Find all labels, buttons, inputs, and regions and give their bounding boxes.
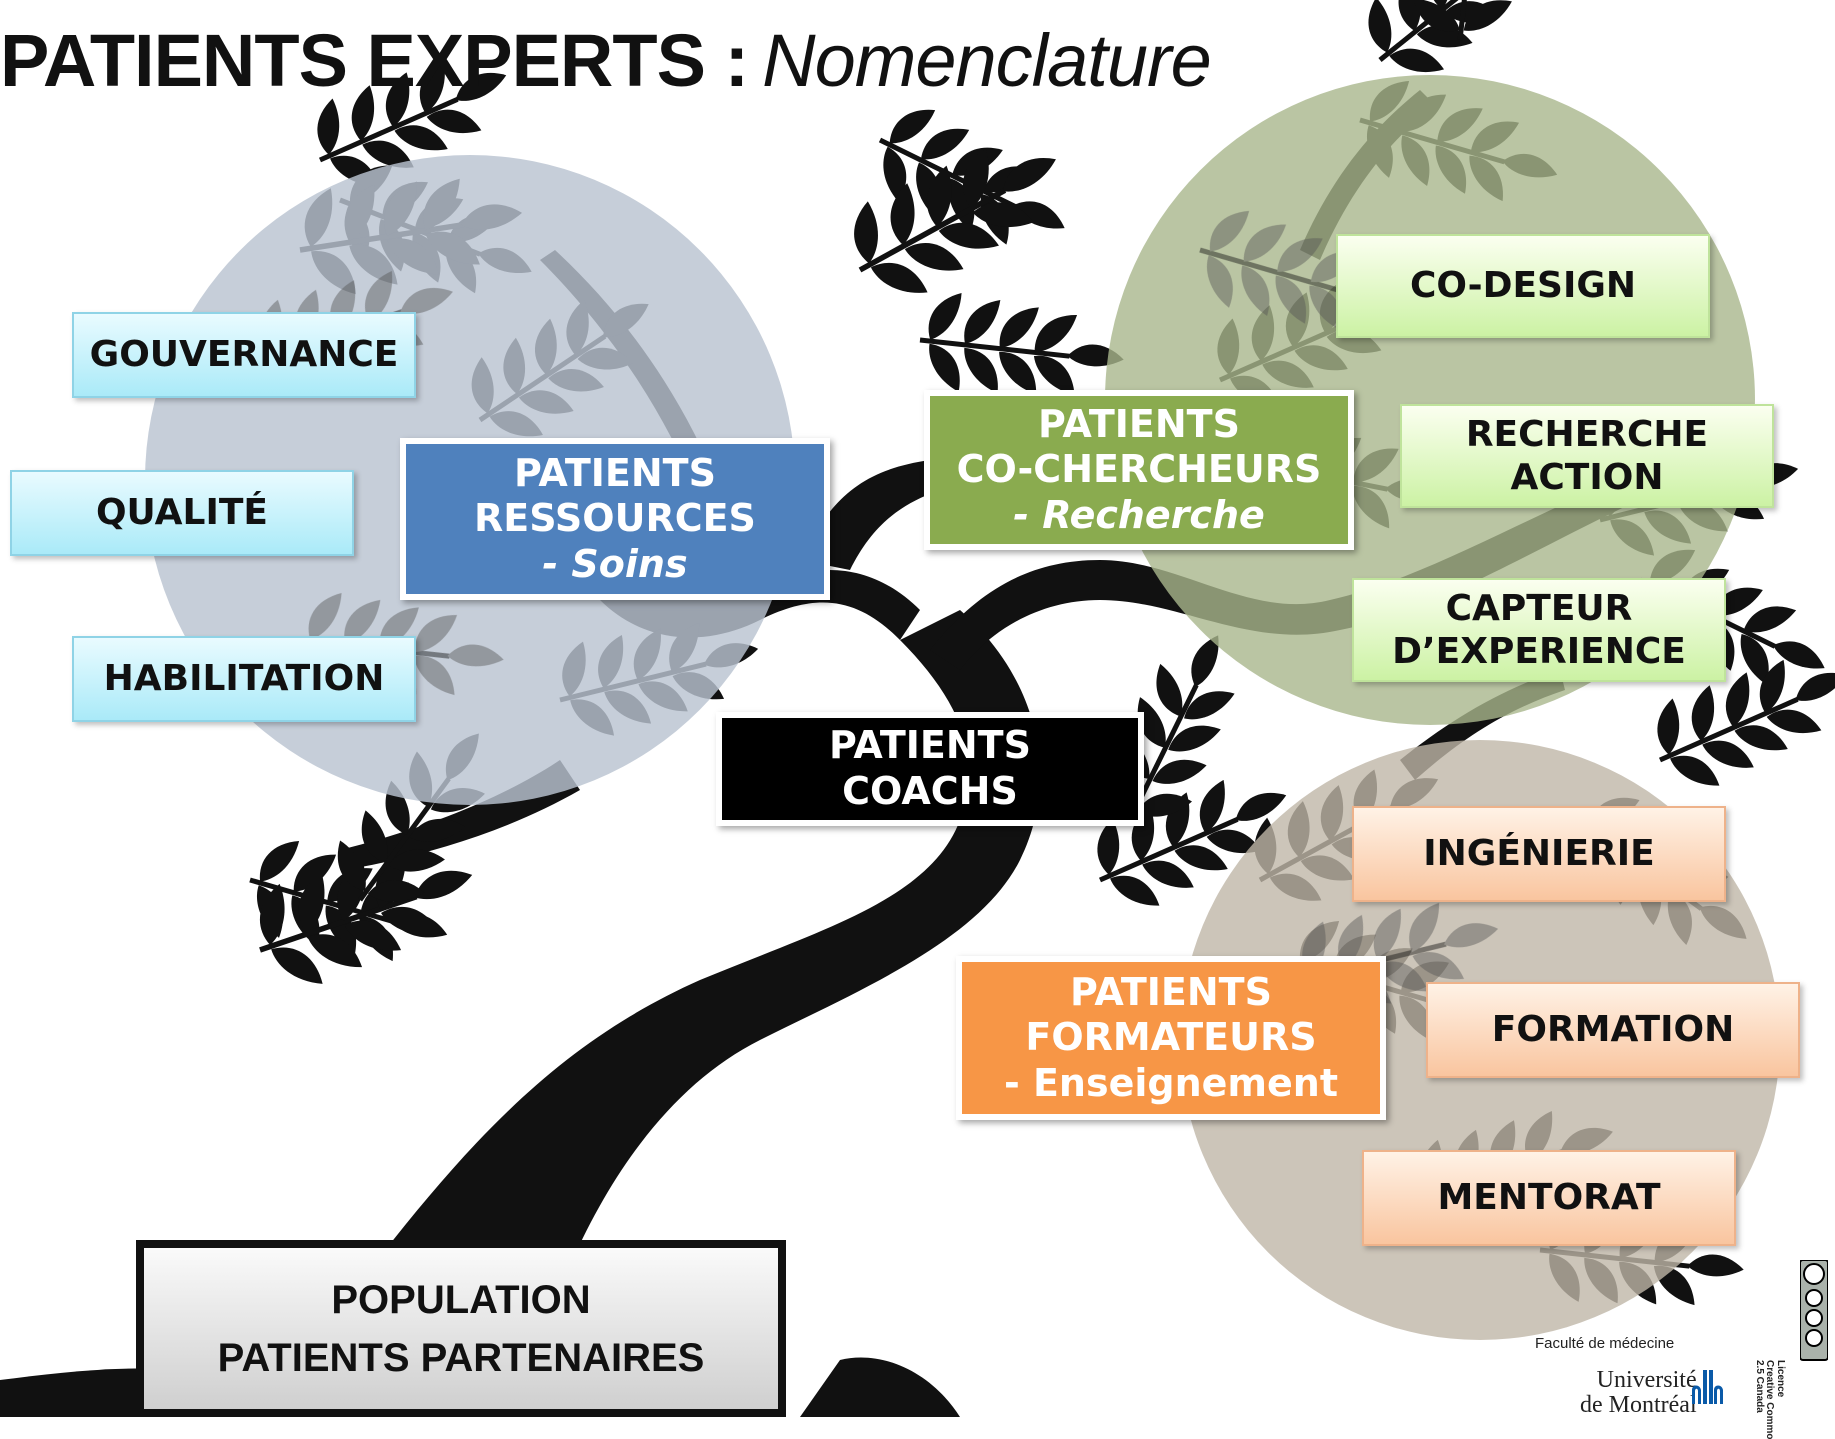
capteur-line2: D’EXPERIENCE (1392, 631, 1686, 672)
habilitation-label: HABILITATION (103, 658, 385, 700)
habilitation-box: HABILITATION (72, 636, 416, 722)
cochercheurs-line3: - Recherche (1013, 492, 1265, 537)
formateurs-line2: FORMATEURS (1025, 1015, 1317, 1060)
universite-montreal-logo-icon (1692, 1370, 1723, 1404)
ressources-line2: RESSOURCES (474, 496, 756, 541)
population-line1: POPULATION (331, 1277, 591, 1322)
recherche-action-line1: RECHERCHE (1465, 413, 1709, 455)
population-line2: PATIENTS PARTENAIRES (217, 1335, 705, 1380)
page-title: PATIENTS EXPERTS :Nomenclature (0, 18, 1212, 103)
ingenierie-label: INGÉNIERIE (1423, 833, 1655, 875)
gouvernance-box: GOUVERNANCE (72, 312, 416, 398)
gouvernance-label: GOUVERNANCE (89, 334, 399, 376)
patients-ressources-box: PATIENTS RESSOURCES - Soins (400, 438, 830, 600)
qualite-label: QUALITÉ (95, 492, 269, 534)
formateurs-line1: PATIENTS (1070, 969, 1272, 1014)
co-design-label: CO-DESIGN (1409, 265, 1637, 307)
recherche-action-box: RECHERCHE ACTION (1400, 404, 1774, 508)
qualite-box: QUALITÉ (10, 470, 354, 556)
formateurs-line3: - Enseignement (1003, 1060, 1339, 1105)
coachs-line1: PATIENTS (829, 723, 1031, 768)
patients-cochercheurs-box: PATIENTS CO-CHERCHEURS - Recherche (924, 390, 1354, 550)
faculty-label: Faculté de médecine (1535, 1335, 1675, 1352)
cochercheurs-line1: PATIENTS (1038, 401, 1240, 446)
capteur-line1: CAPTEUR (1445, 587, 1633, 629)
patients-formateurs-box: PATIENTS FORMATEURS - Enseignement (956, 956, 1386, 1120)
license-line2: Creative Commo (1764, 1360, 1776, 1439)
cochercheurs-line2: CO-CHERCHEURS (956, 447, 1322, 492)
university-name: Université de Montréal (1580, 1367, 1697, 1419)
license-line3: 2.5 Canada (1754, 1360, 1765, 1413)
ressources-line3: - Soins (542, 541, 688, 586)
university-line1: Université (1596, 1367, 1697, 1393)
university-line2: de Montréal (1580, 1392, 1697, 1419)
license-line1: Licence (1775, 1360, 1786, 1398)
mentorat-box: MENTORAT (1362, 1150, 1736, 1246)
title-bold: PATIENTS EXPERTS : (0, 19, 749, 102)
mentorat-label: MENTORAT (1437, 1177, 1661, 1219)
coachs-line2: COACHS (842, 769, 1018, 813)
cc-by-nc-sa-icon (1800, 1260, 1828, 1361)
ingenierie-box: INGÉNIERIE (1352, 806, 1726, 902)
co-design-box: CO-DESIGN (1336, 234, 1710, 338)
formation-label: FORMATION (1491, 1009, 1735, 1051)
patients-coachs-box: PATIENTS COACHS (716, 712, 1144, 826)
population-box: POPULATION PATIENTS PARTENAIRES (136, 1240, 786, 1417)
recherche-action-line2: ACTION (1510, 457, 1664, 498)
ressources-line1: PATIENTS (514, 450, 716, 495)
capteur-experience-box: CAPTEUR D’EXPERIENCE (1352, 578, 1726, 682)
license-text: Licence Creative Commo 2.5 Canada (1754, 1360, 1786, 1439)
title-italic: Nomenclature (762, 19, 1212, 102)
formation-box: FORMATION (1426, 982, 1800, 1078)
